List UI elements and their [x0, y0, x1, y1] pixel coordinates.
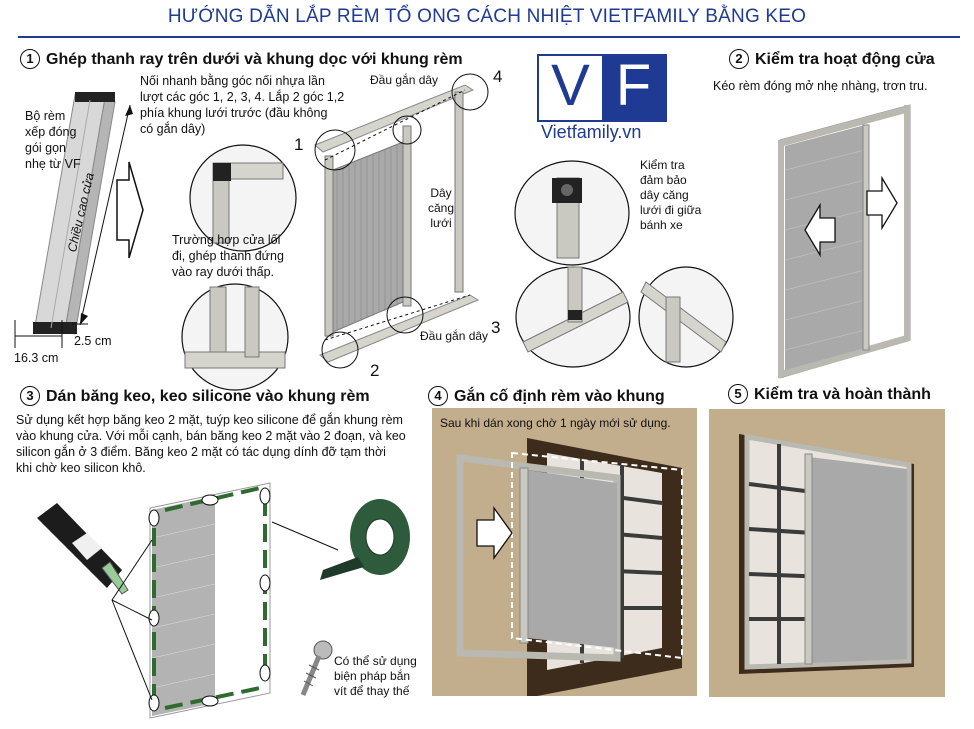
- open-close-illustration: [778, 104, 911, 379]
- step-5-number: 5: [728, 384, 748, 404]
- height-dimension-arrow: [79, 104, 133, 326]
- screw-note: Có thể sử dụng biện pháp bắn vít để thay…: [334, 654, 417, 698]
- step-3-number: 3: [20, 386, 40, 406]
- corner-label-1: 1: [294, 135, 304, 154]
- corner-label-2: 2: [370, 361, 380, 380]
- title-divider: [18, 36, 960, 38]
- step-2-note: Kéo rèm đóng mở nhẹ nhàng, trơn tru.: [713, 79, 928, 93]
- packaged-blind-illustration: [33, 92, 116, 335]
- step-5-heading: 5 Kiểm tra và hoàn thành: [728, 384, 931, 404]
- vietfamily-logo: V F: [537, 54, 667, 122]
- wheel-detail-circle: [514, 160, 630, 266]
- frame-assembly-diagram: [314, 73, 489, 369]
- depth-label: 2.5 cm: [74, 334, 112, 348]
- connect-note: Nối nhanh bằng góc nối nhựa lần lượt các…: [140, 74, 345, 136]
- step-4-label: Gắn cố định rèm vào khung: [454, 388, 665, 405]
- step-1-label: Ghép thanh ray trên dưới và khung dọc vớ…: [46, 51, 463, 68]
- logo-letter-v: V: [551, 53, 590, 118]
- step-1-heading: 1 Ghép thanh ray trên dưới và khung dọc v…: [20, 49, 463, 69]
- corner-detail-lower: [181, 283, 289, 391]
- step-2-label: Kiểm tra hoạt động cửa: [755, 51, 935, 68]
- install-photo: [432, 408, 697, 696]
- step-4-number: 4: [428, 386, 448, 406]
- cord-end-bottom-label: Đầu gắn dây: [420, 329, 489, 343]
- cord-end-top-label: Đầu gắn dây: [370, 73, 439, 87]
- right-arrow-icon: [116, 161, 144, 259]
- screw-icon: [300, 640, 333, 696]
- step-5-label: Kiểm tra và hoàn thành: [754, 386, 931, 403]
- step-4-heading: 4 Gắn cố định rèm vào khung: [428, 386, 665, 406]
- silicone-pointer-lines: [111, 540, 153, 701]
- step-3-label: Dán băng keo, keo silicone vào khung rèm: [46, 388, 370, 405]
- step-2-heading: 2 Kiểm tra hoạt động cửa: [729, 49, 935, 69]
- step-2-number: 2: [729, 49, 749, 69]
- step-1-number: 1: [20, 49, 40, 69]
- pack-note: Bộ rèm xếp đóng gói gọn nhẹ từ VF: [25, 109, 81, 171]
- logo-letter-f: F: [602, 56, 665, 120]
- step-4-note: Sau khi dán xong chờ 1 ngày mới sử dụng.: [440, 416, 671, 430]
- double-sided-tape-icon: [320, 499, 410, 580]
- corner-label-3: 3: [491, 318, 501, 337]
- bottom-corner-detail-right: [638, 266, 734, 368]
- corner-label-4: 4: [493, 67, 503, 86]
- install-scene: [456, 438, 683, 696]
- low-rail-note: Trường hợp cửa lối đi, ghép thanh đứng v…: [172, 233, 284, 279]
- page-title: HƯỚNG DẪN LẮP RÈM TỔ ONG CÁCH NHIỆT VIET…: [167, 6, 807, 27]
- width-dimension: [14, 320, 88, 348]
- taped-frame-illustration: [148, 482, 271, 719]
- logo-url: Vietfamily.vn: [541, 122, 642, 142]
- tension-cord-label: Dây căng lưới: [428, 186, 455, 230]
- finished-scene: [739, 434, 914, 674]
- wheel-check-note: Kiểm tra đảm bảo dây căng lưới đi giữa b…: [640, 158, 702, 232]
- step-3-note: Sử dụng kết hợp băng keo 2 mặt, tuýp keo…: [16, 413, 406, 475]
- step-3-heading: 3 Dán băng keo, keo silicone vào khung rè…: [20, 386, 370, 406]
- finished-photo: [709, 409, 945, 697]
- width-label: 16.3 cm: [14, 351, 59, 365]
- tape-pointer-line: [271, 521, 339, 551]
- bottom-corner-detail-left: [515, 266, 631, 368]
- corner-detail-upper: [189, 144, 297, 252]
